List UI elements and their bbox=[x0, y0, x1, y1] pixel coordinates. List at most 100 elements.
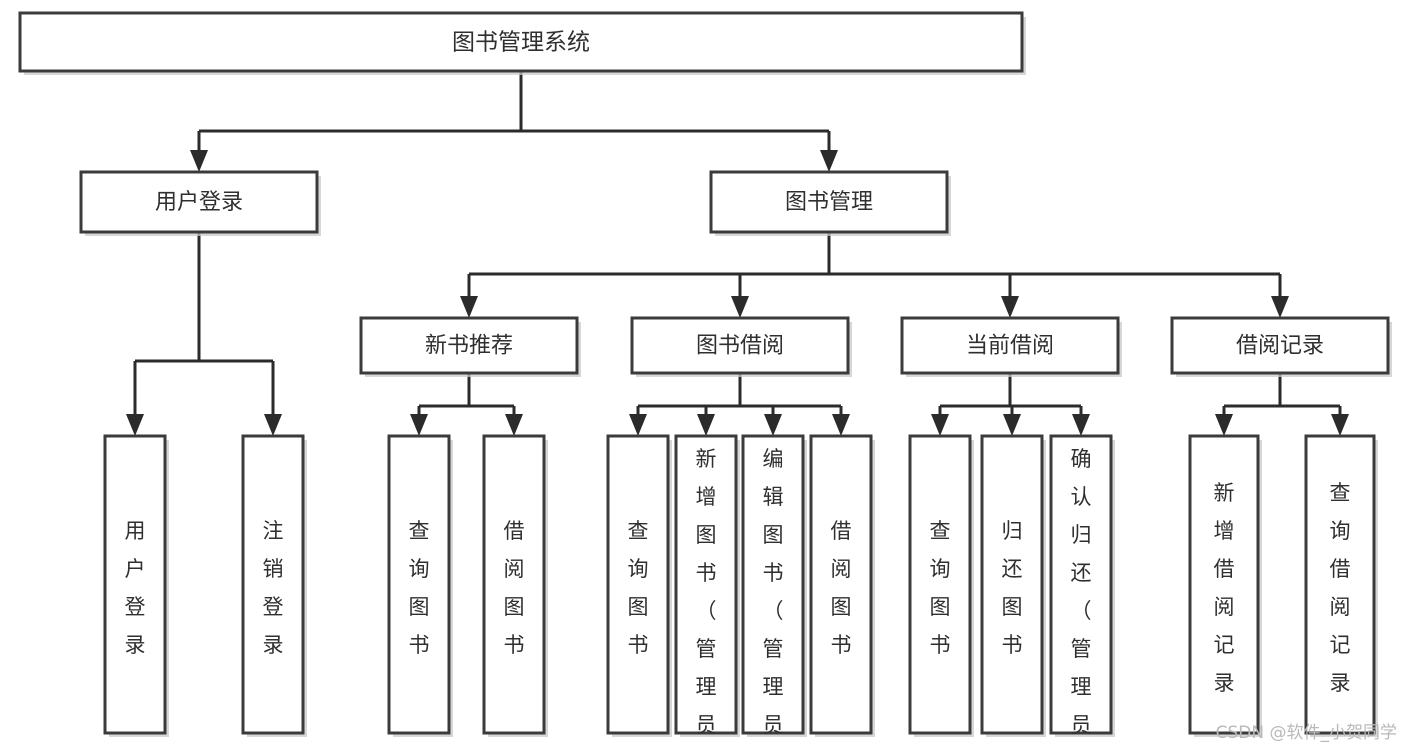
node-label-char: 书 bbox=[504, 633, 525, 657]
node-user-login[interactable]: 用户登录 bbox=[79, 170, 321, 236]
node-label-char: 阅 bbox=[504, 557, 525, 581]
node-label-char: 阅 bbox=[831, 557, 852, 581]
node-label-char: 查 bbox=[930, 519, 951, 543]
node-label-char: 记 bbox=[1330, 633, 1351, 657]
connector-arrowhead bbox=[931, 414, 949, 436]
connector-arrowhead bbox=[832, 414, 850, 436]
node-label-char: 查 bbox=[1330, 481, 1351, 505]
node-label-char: 查 bbox=[628, 519, 649, 543]
node-label-char: 借 bbox=[1330, 557, 1351, 581]
node-label: 用户登录 bbox=[155, 190, 243, 215]
node-label-char: 书 bbox=[696, 561, 717, 585]
node-label-char: 编 bbox=[763, 447, 784, 471]
connector-arrowhead bbox=[505, 414, 523, 436]
node-book-manage[interactable]: 图书管理 bbox=[709, 170, 951, 236]
node-label: 图书借阅 bbox=[696, 334, 784, 359]
node-label-char: （ bbox=[1071, 599, 1092, 623]
node-label-char: 员 bbox=[1071, 713, 1092, 737]
connector-arrowhead bbox=[820, 150, 838, 172]
node-label-char: 用 bbox=[125, 519, 146, 543]
node-label-char: 户 bbox=[125, 557, 146, 581]
node-label-char: 销 bbox=[263, 557, 284, 581]
connector-arrowhead bbox=[1001, 296, 1019, 318]
node-label-char: 录 bbox=[125, 633, 146, 657]
node-root[interactable]: 图书管理系统 bbox=[18, 11, 1026, 75]
node-label-char: 管 bbox=[763, 637, 784, 661]
node-label: 借阅记录 bbox=[1236, 334, 1324, 359]
node-label-char: 归 bbox=[1071, 523, 1092, 547]
node-label: 新书推荐 bbox=[425, 334, 513, 359]
node-label-char: 书 bbox=[763, 561, 784, 585]
connector-arrowhead bbox=[731, 296, 749, 318]
node-label-char: 员 bbox=[696, 713, 717, 737]
node-label-char: 新 bbox=[696, 447, 717, 471]
node-book-borrow[interactable]: 图书借阅 bbox=[630, 316, 852, 377]
node-label-char: 管 bbox=[696, 637, 717, 661]
node-label-char: 登 bbox=[263, 595, 284, 619]
node-label-char: 管 bbox=[1071, 637, 1092, 661]
connector-arrowhead bbox=[1215, 414, 1233, 436]
connector-arrowhead bbox=[264, 414, 282, 436]
node-label-char: 阅 bbox=[1214, 595, 1235, 619]
node-label-char: 图 bbox=[763, 523, 784, 547]
node-label-char: 录 bbox=[1214, 671, 1235, 695]
node-label-char: 还 bbox=[1002, 557, 1023, 581]
node-label: 图书管理系统 bbox=[452, 30, 590, 56]
node-label-char: 员 bbox=[763, 713, 784, 737]
node-label-char: 书 bbox=[628, 633, 649, 657]
node-label-char: 查 bbox=[409, 519, 430, 543]
node-label-char: 书 bbox=[409, 633, 430, 657]
node-label-char: 询 bbox=[409, 557, 430, 581]
node-label-char: 图 bbox=[1002, 595, 1023, 619]
node-label-char: 借 bbox=[831, 519, 852, 543]
node-label-char: 书 bbox=[831, 633, 852, 657]
node-label-char: 图 bbox=[831, 595, 852, 619]
node-new-book-rec[interactable]: 新书推荐 bbox=[359, 316, 581, 377]
node-layer: 图书管理系统用户登录图书管理新书推荐图书借阅当前借阅借阅记录用户登录注销登录查询… bbox=[18, 11, 1392, 747]
node-label-char: 理 bbox=[763, 675, 784, 699]
node-leaf-user-login[interactable]: 用户登录 bbox=[103, 434, 169, 737]
node-label: 图书管理 bbox=[785, 190, 873, 215]
connector-arrowhead bbox=[1331, 414, 1349, 436]
node-label-char: 理 bbox=[696, 675, 717, 699]
connector-arrowhead bbox=[1271, 296, 1289, 318]
node-label-char: 认 bbox=[1071, 485, 1092, 509]
connector-arrowhead bbox=[697, 414, 715, 436]
node-label-char: 询 bbox=[1330, 519, 1351, 543]
connector-arrowhead bbox=[410, 414, 428, 436]
node-label-char: 归 bbox=[1002, 519, 1023, 543]
node-label-char: 图 bbox=[409, 595, 430, 619]
node-label-char: 理 bbox=[1071, 675, 1092, 699]
node-label-char: 确 bbox=[1071, 447, 1092, 471]
node-label-char: （ bbox=[696, 599, 717, 623]
node-label-char: （ bbox=[763, 599, 784, 623]
connector-arrowhead bbox=[1072, 414, 1090, 436]
node-label-char: 录 bbox=[1330, 671, 1351, 695]
node-label-char: 增 bbox=[696, 485, 717, 509]
node-label-char: 阅 bbox=[1330, 595, 1351, 619]
node-borrow-record[interactable]: 借阅记录 bbox=[1170, 316, 1392, 377]
node-current-borrow[interactable]: 当前借阅 bbox=[900, 316, 1122, 377]
node-label-char: 书 bbox=[1002, 633, 1023, 657]
node-label-char: 图 bbox=[930, 595, 951, 619]
node-label-char: 图 bbox=[696, 523, 717, 547]
connector-arrowhead bbox=[190, 150, 208, 172]
connector-arrowhead bbox=[1003, 414, 1021, 436]
connector-arrowhead bbox=[460, 296, 478, 318]
node-label-char: 询 bbox=[930, 557, 951, 581]
node-label-char: 注 bbox=[263, 519, 284, 543]
connector-arrowhead bbox=[126, 414, 144, 436]
